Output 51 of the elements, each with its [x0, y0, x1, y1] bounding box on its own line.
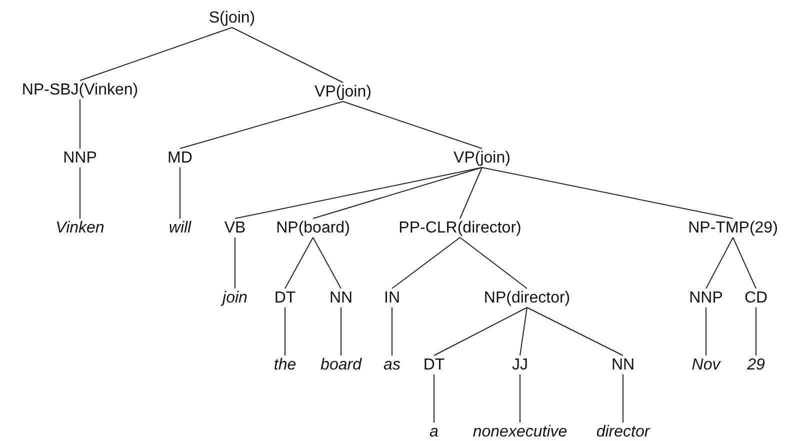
word-label: the	[272, 356, 298, 374]
tree-branch	[284, 237, 314, 289]
tree-branch	[284, 307, 286, 356]
tree-branch	[312, 167, 482, 219]
tree-branch	[732, 237, 756, 289]
word-label: a	[428, 422, 440, 441]
tree-branch	[434, 307, 528, 356]
tree-branch	[342, 101, 482, 149]
tree-branch	[482, 167, 734, 219]
category-label: PP-CLR(director)	[398, 218, 522, 238]
category-label: NN	[328, 288, 354, 308]
tree-branch	[706, 237, 734, 289]
word-label: director	[595, 422, 651, 441]
tree-branch	[234, 237, 236, 289]
tree-branch	[312, 237, 342, 289]
tree-branch	[234, 167, 482, 219]
tree-branch	[340, 307, 342, 356]
word-label: Vinken	[54, 218, 106, 238]
word-label: Nov	[690, 356, 722, 374]
tree-branch	[460, 167, 482, 219]
category-label: VB	[223, 218, 247, 238]
category-label: VP(join)	[452, 148, 512, 168]
category-label: NNP	[62, 148, 98, 168]
word-label: board	[320, 356, 362, 374]
category-label: NP-TMP(29)	[687, 218, 779, 238]
tree-branch	[526, 307, 624, 356]
category-label: NN	[610, 356, 636, 374]
category-label: S(join)	[208, 8, 256, 28]
category-label: JJ	[511, 356, 529, 374]
category-label: DT	[422, 356, 446, 374]
category-label: NP(board)	[275, 218, 351, 238]
tree-branch	[392, 237, 460, 289]
tree-branch	[520, 307, 528, 356]
tree-branch	[232, 27, 344, 83]
category-label: NP(director)	[482, 288, 572, 308]
tree-branch	[460, 237, 528, 289]
tree-branch	[80, 27, 232, 81]
word-label: as	[382, 356, 402, 374]
category-label: IN	[383, 288, 401, 308]
word-label: nonexecutive	[472, 422, 568, 441]
word-label: join	[222, 288, 248, 308]
category-label: CD	[743, 288, 769, 308]
category-label: MD	[166, 148, 194, 168]
word-label: will	[168, 218, 192, 238]
tree-branch	[180, 101, 344, 149]
category-label: NP-SBJ(Vinken)	[20, 80, 140, 100]
category-label: NNP	[688, 288, 724, 308]
category-label: VP(join)	[314, 82, 372, 102]
tree-branch	[622, 374, 624, 423]
category-label: DT	[273, 288, 297, 308]
word-label: 29	[746, 356, 766, 374]
